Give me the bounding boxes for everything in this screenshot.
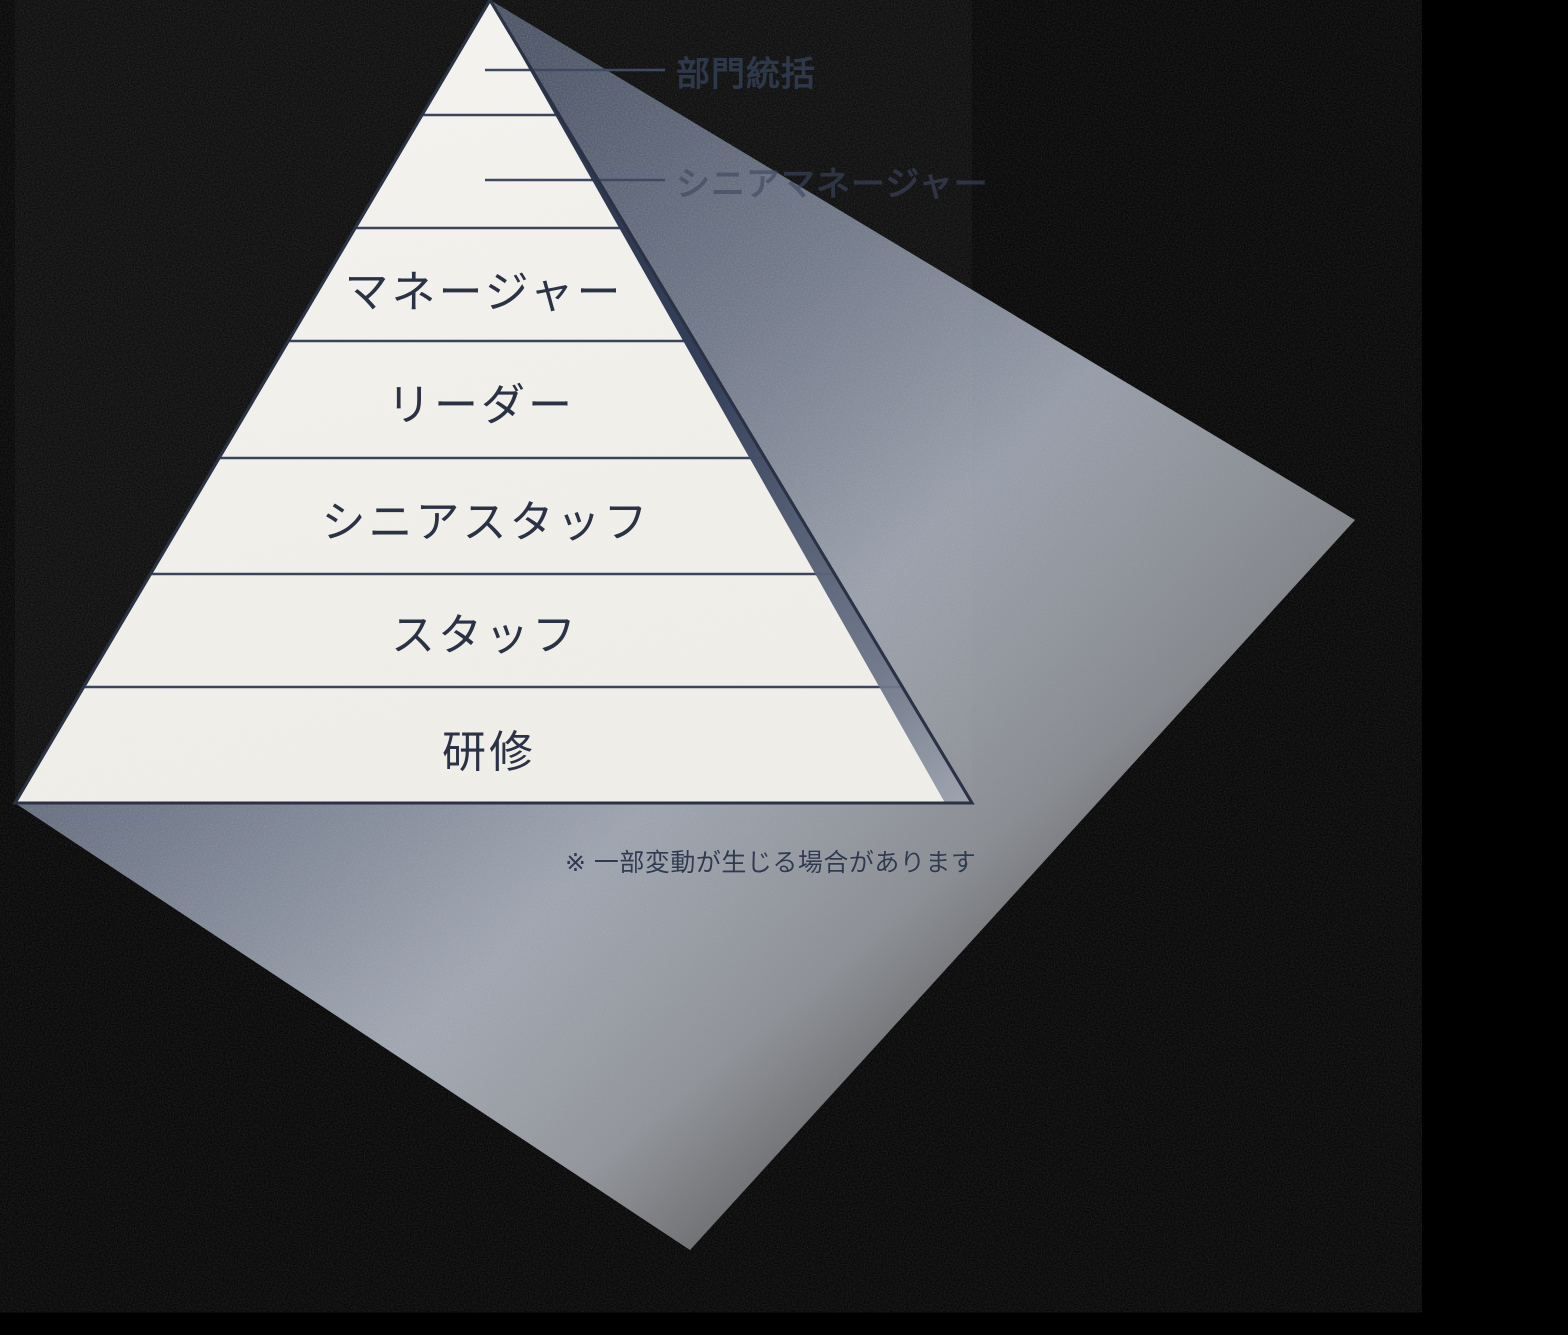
callout-label-bumon-toukatsu: 部門統括	[676, 55, 816, 94]
tier-label-manager: マネージャー	[344, 268, 624, 317]
tier-label-training: 研修	[442, 728, 536, 777]
tier-label-leader: リーダー	[387, 381, 575, 430]
tier-label-senior-staff: シニアスタッフ	[321, 498, 651, 547]
footnote-text: ※ 一部変動が生じる場合があります	[565, 849, 977, 877]
callout-label-senior-manager: シニアマネージャー	[676, 165, 989, 204]
tier-label-staff: スタッフ	[391, 611, 579, 660]
